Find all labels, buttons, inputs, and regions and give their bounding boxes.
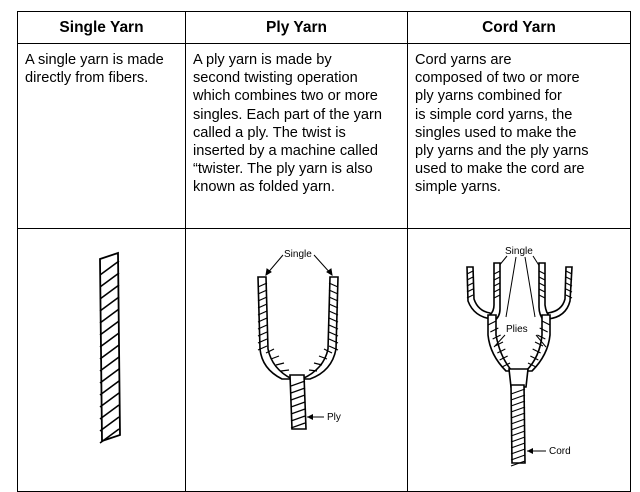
header-single-yarn: Single Yarn [17,11,186,44]
cord-single-arrows [497,255,541,318]
cord-plies-arrows [493,334,547,348]
yarn-comparison-table: Single Yarn Ply Yarn Cord Yarn A single … [17,11,631,492]
single-yarn-strand [99,251,121,444]
cord-plies-label: Plies [506,324,528,335]
ply-yarn-description: A ply yarn is made by second twisting op… [193,52,383,196]
ply-single-label: Single [284,249,312,260]
header-cord-yarn: Cord Yarn [407,11,631,44]
single-yarn-diagram [99,251,121,444]
diagram-row: Single Ply Single [17,228,631,492]
ply-yarn-diagram-cell: Single Ply [185,228,408,492]
header-row: Single Yarn Ply Yarn Cord Yarn [17,11,631,44]
cord-yarn-diagram: Single Plies [466,246,573,467]
cord-label: Cord [549,446,571,457]
cord-yarn-diagram-cell: Single Plies [407,228,631,492]
ply-single-arrows [265,254,333,276]
single-yarn-diagram-cell [17,228,186,492]
single-yarn-description-cell: A single yarn is made directly from fibe… [17,43,186,229]
header-ply-yarn: Ply Yarn [185,11,408,44]
cord-yarn-description: Cord yarns are composed of two or more p… [415,52,589,196]
cord-single-label: Single [505,246,533,257]
single-yarn-description: A single yarn is made directly from fibe… [25,52,164,87]
cord-yarn-description-cell: Cord yarns are composed of two or more p… [407,43,631,229]
ply-yarn-description-cell: A ply yarn is made by second twisting op… [185,43,408,229]
ply-yarn-strands [257,276,339,430]
description-row: A single yarn is made directly from fibe… [17,43,631,229]
ply-label: Ply [327,412,341,423]
ply-yarn-diagram: Single Ply [257,249,341,430]
